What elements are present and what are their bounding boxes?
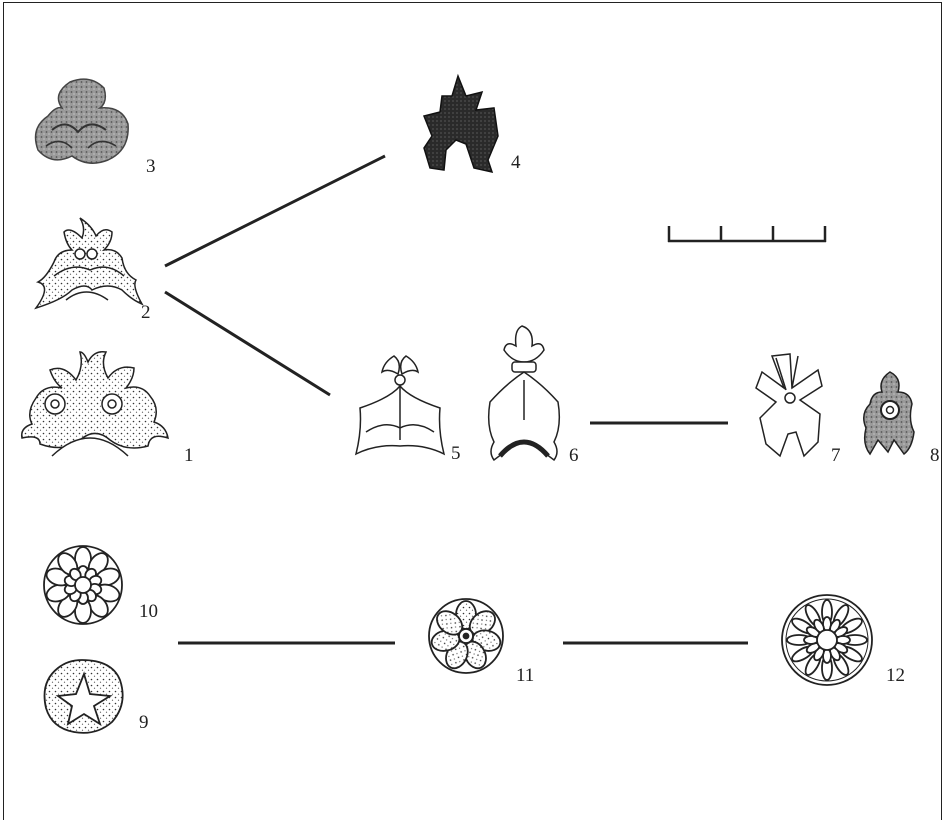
figure-label-2: 2 (141, 302, 151, 323)
ornament-figure-3 (34, 78, 129, 164)
plate-frame (3, 2, 942, 820)
ornament-figure-4 (422, 73, 499, 174)
figure-label-11: 11 (516, 665, 534, 686)
ornament-figure-8 (863, 371, 915, 456)
connector-lines (164, 154, 748, 645)
figure-label-7: 7 (831, 445, 841, 466)
scale-bar (667, 226, 827, 243)
ornament-figure-1 (20, 350, 169, 457)
figure-label-3: 3 (146, 156, 156, 177)
figure-label-10: 10 (139, 601, 158, 622)
figure-label-8: 8 (930, 445, 940, 466)
figure-label-5: 5 (451, 443, 461, 464)
connector-2-4 (164, 154, 386, 268)
figure-label-12: 12 (886, 665, 905, 686)
figure-label-1: 1 (184, 445, 194, 466)
ornament-figure-5 (354, 355, 446, 456)
ornament-figure-9 (43, 659, 124, 734)
ornament-figure-10 (43, 545, 123, 625)
figure-label-9: 9 (139, 712, 149, 733)
figure-labels: 3 4 2 1 5 6 7 8 10 11 12 9 (139, 152, 940, 733)
ornament-figure-2 (34, 217, 144, 310)
ornament-figure-7 (755, 353, 823, 458)
ornament-figure-11 (428, 598, 504, 674)
ornament-figure-12 (781, 594, 873, 686)
figure-label-6: 6 (569, 445, 579, 466)
figure-label-4: 4 (511, 152, 521, 173)
ornament-figure-6 (487, 325, 561, 462)
connector-2-5 (164, 290, 331, 397)
